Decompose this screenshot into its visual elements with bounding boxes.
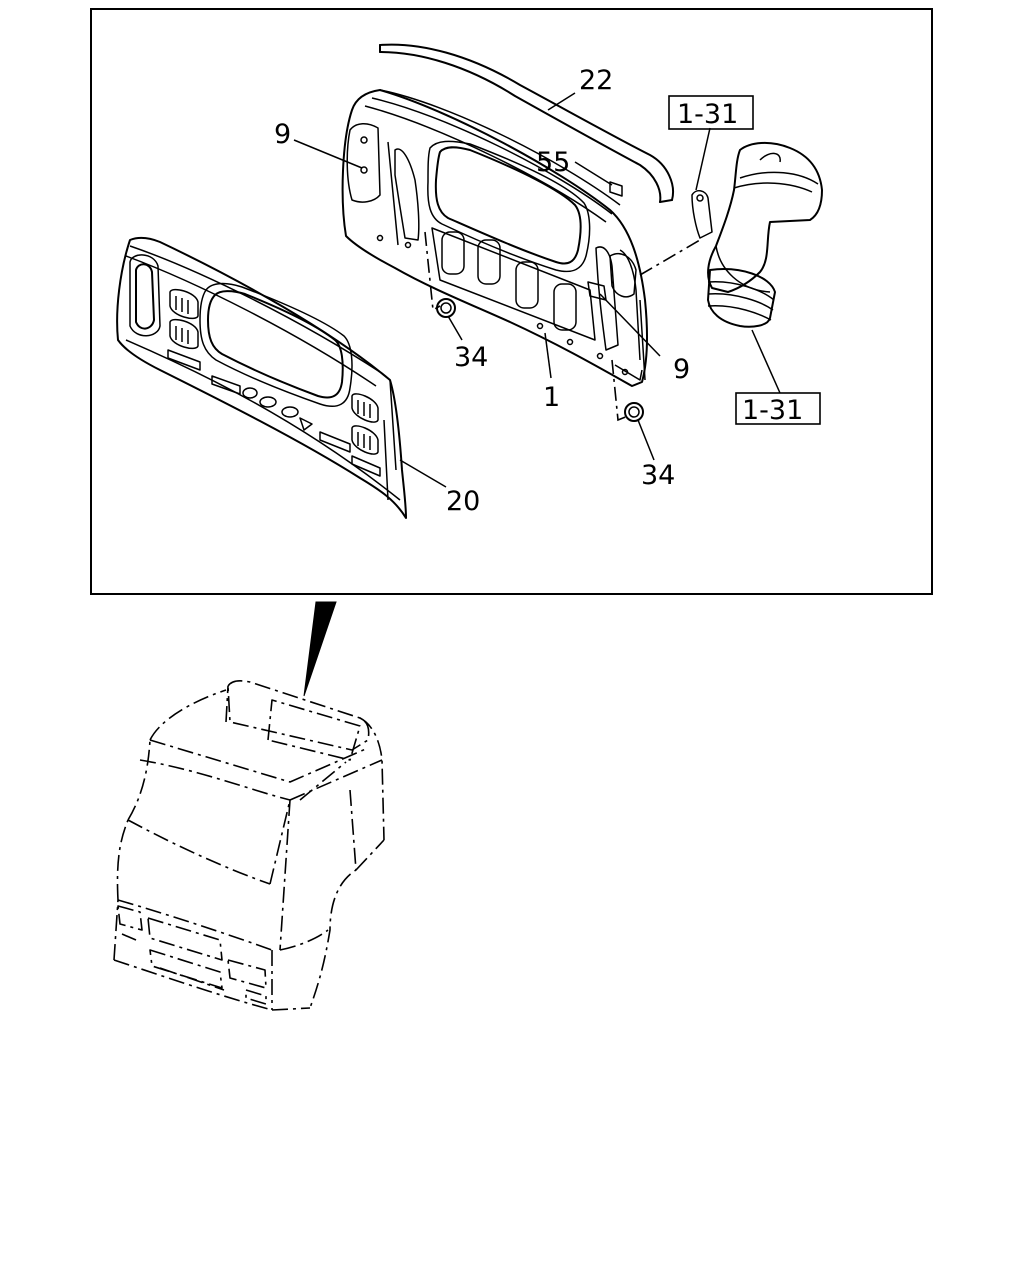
callout-22: 22 xyxy=(579,65,613,96)
cab-overview xyxy=(113,680,385,1011)
callout-55: 55 xyxy=(536,147,570,178)
callout-34-right: 34 xyxy=(641,460,675,491)
callout-box-1-31-bottom xyxy=(735,392,821,425)
leader-lines xyxy=(293,92,781,488)
callout-1-31-bottom: 1-31 xyxy=(742,395,803,426)
part-1-rear-panel xyxy=(341,89,648,387)
callout-9-right: 9 xyxy=(673,354,690,385)
part-34-grommet-right xyxy=(624,402,644,422)
callout-9-left: 9 xyxy=(274,119,291,150)
part-1-31-duct xyxy=(691,142,823,328)
callout-1: 1 xyxy=(543,382,560,413)
callout-34-left: 34 xyxy=(454,342,488,373)
callout-20: 20 xyxy=(446,486,480,517)
callout-1-31-top: 1-31 xyxy=(677,99,738,130)
assembly-lines xyxy=(424,231,701,422)
part-55-clip xyxy=(609,181,623,197)
detail-frame xyxy=(90,8,933,595)
pointer-wedge xyxy=(303,601,337,697)
part-22-seal-strip xyxy=(379,43,674,203)
callout-box-1-31-top xyxy=(668,95,754,130)
part-20-rear-panel xyxy=(116,236,407,519)
part-34-grommet-left xyxy=(436,298,456,318)
